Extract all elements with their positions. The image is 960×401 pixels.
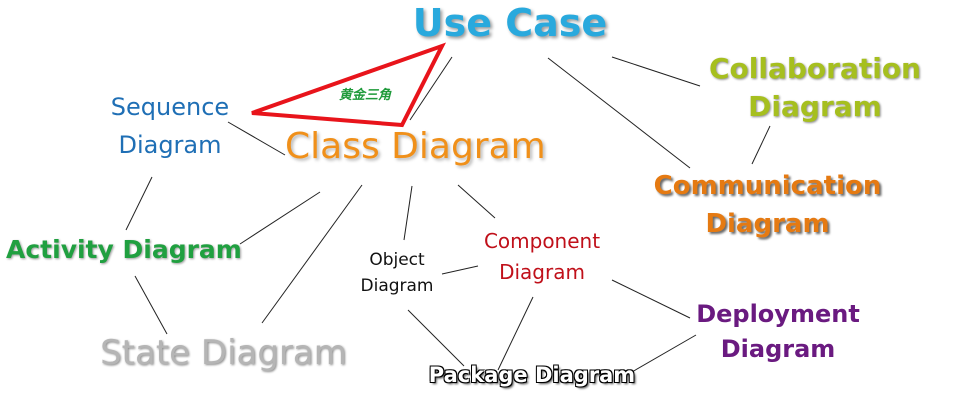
use-case-node: Use Case — [412, 1, 608, 45]
activity-diagram-node: Activity Diagram — [6, 235, 242, 264]
package-diagram-node: Package Diagram — [428, 363, 636, 387]
object-diagram-line2: Diagram — [360, 275, 434, 296]
connector-collaboration-communication — [751, 125, 771, 165]
sequence-diagram-node: Sequence Diagram — [95, 88, 245, 165]
golden-triangle-label: 黄金三角 — [338, 88, 391, 103]
sequence-diagram-line1: Sequence — [110, 93, 230, 121]
golden-triangle — [251, 42, 447, 128]
connector-sequence-activity — [125, 176, 153, 231]
connector-class-object — [403, 185, 413, 241]
communication-diagram-line2: Diagram — [705, 208, 830, 239]
connector-usecase-communication — [547, 57, 691, 169]
connector-usecase-collaboration — [611, 56, 701, 87]
connector-component-package — [497, 296, 534, 371]
collaboration-diagram-line1: Collaboration — [708, 52, 921, 85]
communication-diagram-node: Communication Diagram — [630, 168, 905, 243]
class-diagram-node: Class Diagram — [285, 126, 546, 167]
deployment-diagram-node: Deployment Diagram — [688, 297, 868, 367]
deployment-diagram-line2: Diagram — [720, 334, 836, 363]
deployment-diagram-line1: Deployment — [696, 300, 860, 328]
object-diagram-node: Object Diagram — [352, 248, 442, 299]
component-diagram-node: Component Diagram — [468, 226, 616, 288]
connector-activity-state — [134, 275, 168, 335]
connector-component-deployment — [611, 279, 691, 319]
connector-deployment-package — [624, 334, 697, 377]
connector-usecase-class — [409, 56, 453, 121]
connector-class-state — [261, 184, 363, 324]
connector-object-component — [441, 265, 479, 275]
connector-class-activity — [239, 191, 321, 245]
object-diagram-line1: Object — [369, 250, 425, 270]
connector-object-package — [407, 309, 465, 367]
sequence-diagram-line2: Diagram — [118, 131, 222, 160]
collaboration-diagram-node: Collaboration Diagram — [700, 50, 930, 126]
collaboration-diagram-line2: Diagram — [748, 89, 882, 123]
connector-class-component — [457, 184, 496, 219]
connector-sequence-class — [227, 121, 286, 156]
component-diagram-line1: Component — [483, 229, 601, 253]
state-diagram-node: State Diagram — [100, 333, 347, 373]
component-diagram-line2: Diagram — [499, 260, 585, 284]
communication-diagram-line1: Communication — [653, 171, 882, 201]
